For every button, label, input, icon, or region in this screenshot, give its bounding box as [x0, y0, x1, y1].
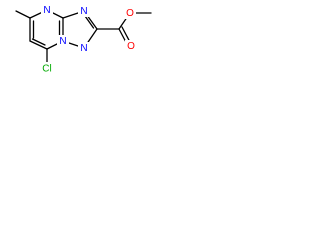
atom-n-bridgehead: N: [59, 36, 66, 47]
atom-n-pyrimidine: N: [43, 5, 50, 16]
atom-chlorine: Cl: [42, 64, 51, 75]
atom-n-triazole-bottom: N: [80, 43, 87, 54]
bond-n3-c2-double: [84, 15, 95, 29]
bond-c7-c6: [29, 40, 48, 50]
molecule-structure: N N N N O O Cl: [15, 4, 152, 75]
atom-n-triazole-top: N: [80, 6, 87, 17]
bond-methyl: [15, 10, 31, 19]
atom-labels: N N N N O O Cl: [39, 4, 137, 75]
bond-c7-c6-double: [31, 38, 46, 46]
molecule-canvas: N N N N O O Cl: [0, 0, 191, 81]
atom-o-carbonyl: O: [127, 41, 135, 52]
atom-o-ester: O: [126, 8, 134, 19]
